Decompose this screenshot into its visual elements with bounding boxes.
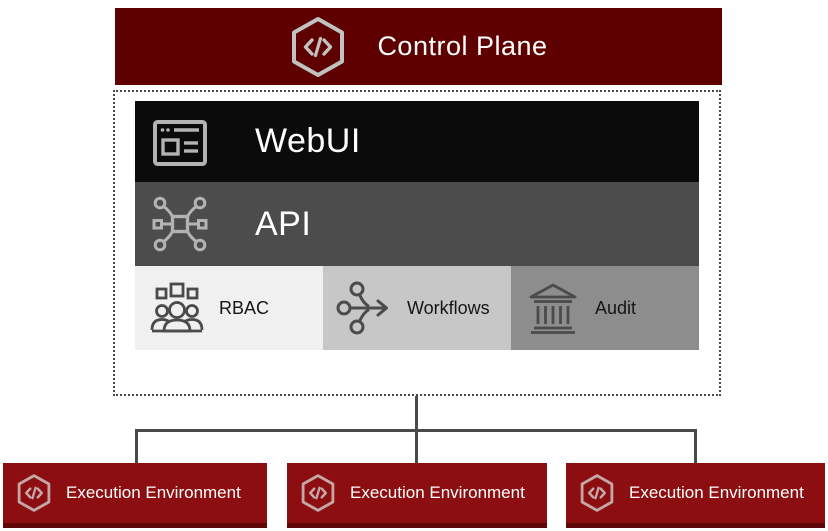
user-group-icon [150, 282, 204, 333]
control-plane-title: Control Plane [377, 31, 548, 61]
control-plane-boundary [113, 90, 721, 396]
layer-webui-label: WebUI [255, 122, 361, 160]
module-rbac-label: RBAC [219, 297, 270, 318]
module-audit: Audit [511, 266, 699, 350]
execution-environment-box-3: Execution Environment [566, 463, 825, 528]
code-hexagon-icon [301, 474, 335, 512]
bank-icon [529, 283, 577, 334]
execution-environment-box-2: Execution Environment [287, 463, 547, 528]
execution-environment-box-1: Execution Environment [3, 463, 267, 528]
control-plane-header: Control Plane [115, 8, 722, 85]
module-audit-label: Audit [595, 297, 637, 318]
connector-left-vertical [135, 429, 138, 463]
code-hexagon-icon [580, 474, 614, 512]
execution-environment-label: Execution Environment [66, 483, 241, 502]
integration-nodes-icon [152, 196, 208, 252]
browser-window-icon [153, 119, 207, 166]
layer-webui: WebUI [135, 101, 699, 182]
module-workflows: Workflows [323, 266, 511, 350]
code-hexagon-icon [292, 16, 345, 77]
layer-api-label: API [255, 204, 312, 243]
code-hexagon-icon [17, 474, 51, 512]
execution-environment-label: Execution Environment [350, 483, 525, 502]
workflow-branch-icon [336, 281, 388, 335]
connector-horizontal [135, 429, 697, 432]
execution-environment-label: Execution Environment [629, 483, 804, 502]
control-plane-modules: RBAC Workflows [135, 266, 699, 350]
layer-api: API [135, 182, 699, 266]
module-rbac: RBAC [135, 266, 323, 350]
connector-right-vertical [694, 429, 697, 463]
module-workflows-label: Workflows [407, 297, 490, 318]
